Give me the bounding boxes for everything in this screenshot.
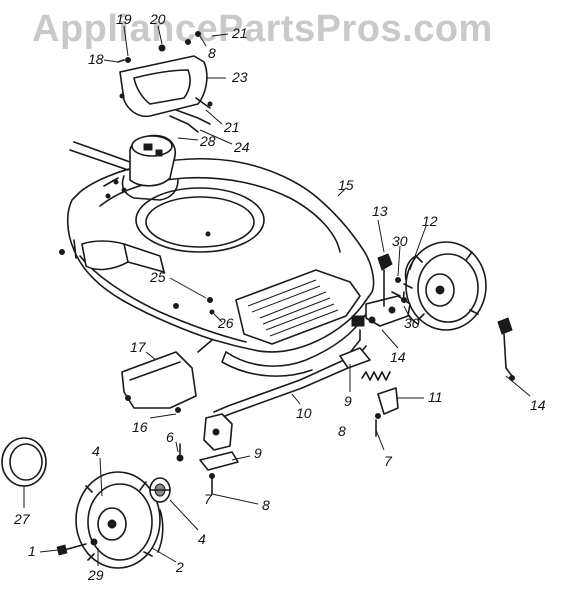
callout-1: 1 bbox=[28, 543, 36, 559]
callout-24: 24 bbox=[233, 139, 250, 155]
callout-4-bottom: 4 bbox=[198, 531, 206, 547]
callout-6: 6 bbox=[166, 429, 174, 445]
callout-15: 15 bbox=[338, 177, 354, 193]
callout-10: 10 bbox=[296, 405, 312, 421]
callout-14-center: 14 bbox=[390, 349, 406, 365]
watermark-text: AppliancePartsPros.com bbox=[32, 8, 493, 50]
callout-23: 23 bbox=[231, 69, 248, 85]
callout-27: 27 bbox=[13, 511, 31, 527]
screw-26 bbox=[209, 309, 215, 315]
hub-cap bbox=[1, 437, 47, 487]
spring-bracket-right bbox=[339, 347, 399, 437]
height-adjust-knob bbox=[497, 317, 515, 381]
rear-right-wheel bbox=[402, 241, 487, 331]
callout-28: 28 bbox=[199, 133, 216, 149]
callout-20: 20 bbox=[149, 11, 166, 27]
callout-labels: 18 19 20 8 21 23 21 28 24 15 13 12 30 30… bbox=[13, 11, 546, 583]
callout-25: 25 bbox=[149, 269, 166, 285]
callout-17: 17 bbox=[130, 339, 147, 355]
callout-7-left: 7 bbox=[204, 491, 213, 507]
callout-19: 19 bbox=[116, 11, 132, 27]
callout-7-right: 7 bbox=[384, 453, 393, 469]
switch-box-cover bbox=[117, 31, 213, 133]
callout-8-left: 8 bbox=[262, 497, 270, 513]
callout-18: 18 bbox=[88, 51, 104, 67]
callout-12: 12 bbox=[422, 213, 438, 229]
callout-2: 2 bbox=[175, 559, 184, 575]
rear-flap bbox=[121, 339, 213, 413]
axle-bracket-left bbox=[176, 413, 239, 495]
wheel-bearing bbox=[149, 477, 171, 503]
callout-8-right: 8 bbox=[338, 423, 346, 439]
callout-14-right: 14 bbox=[530, 397, 546, 413]
callout-21: 21 bbox=[223, 119, 240, 135]
callout-30: 30 bbox=[404, 315, 420, 331]
leader-lines bbox=[23, 25, 531, 566]
callout-29: 29 bbox=[87, 567, 104, 583]
callout-4-top: 4 bbox=[92, 443, 100, 459]
motor-assembly bbox=[69, 134, 179, 201]
wheel-bracket-right bbox=[351, 253, 413, 327]
callout-9-left: 9 bbox=[254, 445, 262, 461]
wheel-bolt bbox=[56, 538, 98, 556]
callout-26: 26 bbox=[217, 315, 234, 331]
callout-9-right: 9 bbox=[344, 393, 352, 409]
callout-21-top: 21 bbox=[231, 25, 248, 41]
callout-13: 13 bbox=[372, 203, 388, 219]
screw-25 bbox=[207, 297, 213, 303]
callout-30-top: 30 bbox=[392, 233, 408, 249]
callout-11: 11 bbox=[428, 389, 443, 405]
callout-16: 16 bbox=[132, 419, 148, 435]
callout-8-top: 8 bbox=[208, 45, 216, 61]
front-left-wheel bbox=[75, 471, 164, 569]
mower-deck bbox=[59, 158, 375, 377]
